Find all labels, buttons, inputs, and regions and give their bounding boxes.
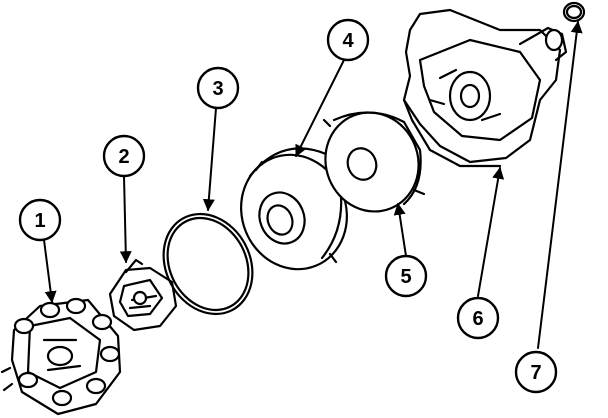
- leader-line-3: [202, 107, 217, 212]
- leader-line-7: [537, 20, 583, 349]
- callout-label: 6: [472, 308, 483, 330]
- callout-circle: [514, 350, 558, 394]
- callout-circle: [326, 18, 370, 62]
- callout-circle: [456, 296, 500, 340]
- callout-label: 5: [400, 266, 411, 288]
- callout-label: 2: [118, 146, 129, 168]
- callout-circle: [18, 198, 62, 242]
- callout-circle: [102, 134, 146, 178]
- leader-line-2: [119, 175, 132, 264]
- part-7-small-o-ring: [562, 1, 586, 23]
- part-2-rotor: [108, 258, 178, 332]
- leader-line-5: [393, 202, 407, 257]
- callout-2: 2: [102, 134, 146, 178]
- leader-line-6: [477, 166, 505, 297]
- callout-4: 4: [326, 18, 370, 62]
- callout-5: 5: [384, 254, 428, 298]
- part-5-plate: [322, 111, 426, 213]
- part-1-housing: [0, 297, 122, 416]
- callout-1: 1: [18, 198, 62, 242]
- callout-7: 7: [514, 350, 558, 394]
- leader-line-4: [295, 59, 345, 158]
- callout-6: 6: [456, 296, 500, 340]
- callout-circle: [384, 254, 428, 298]
- callout-circle: [196, 66, 240, 110]
- part-4-cup: [240, 147, 348, 271]
- callout-label: 3: [212, 78, 223, 100]
- part-3-o-ring: [162, 212, 254, 316]
- callout-label: 7: [530, 362, 541, 384]
- leader-line-1: [43, 239, 57, 304]
- callout-label: 1: [34, 210, 45, 232]
- callout-3: 3: [196, 66, 240, 110]
- callout-label: 4: [342, 30, 354, 52]
- leader-lines: [43, 20, 583, 349]
- part-6-main-body: [402, 8, 568, 168]
